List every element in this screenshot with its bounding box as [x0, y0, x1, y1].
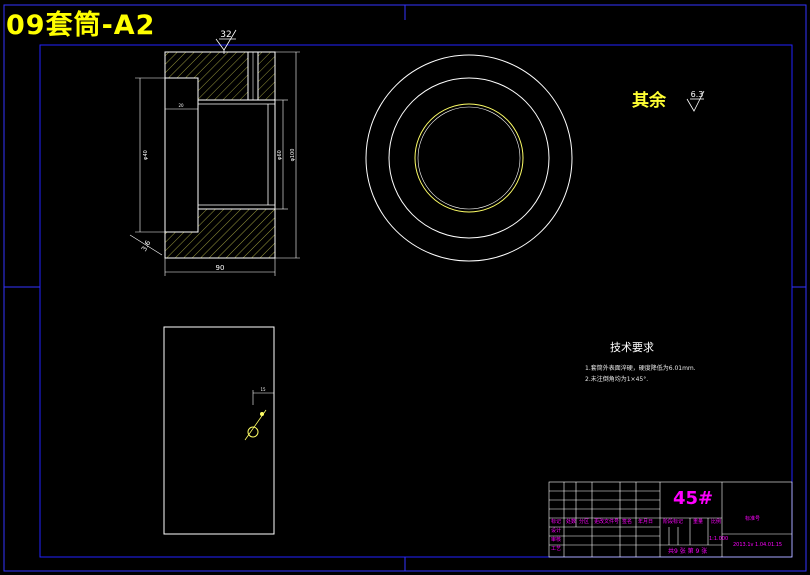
side-hole [247, 426, 259, 438]
tb-date: 2013.1v 1.04.01.15 [733, 542, 783, 548]
tech-requirement-line-2: 2.未注倒角均为1×45°. [585, 376, 649, 383]
tb-role-review: 审核 [551, 537, 562, 543]
tb-role-design: 设计 [551, 528, 562, 534]
tb-header-mark: 标记 [551, 519, 562, 525]
section-hatch-bottom [164, 208, 276, 259]
tb-role-process: 工艺 [551, 546, 562, 552]
sheet-outer-border [3, 4, 807, 572]
title-block-grid [548, 481, 793, 558]
tb-header-sign: 签名 [622, 519, 633, 525]
dim-mid-dia: φ60 [277, 150, 283, 160]
tech-requirements-title: 技术要求 [610, 341, 654, 354]
dim-hole-offset: 15 [260, 387, 266, 392]
roughness-symbol-top [215, 29, 237, 54]
roughness-symbol-other [686, 90, 705, 112]
roughness-top-value: 32 [220, 30, 231, 40]
tb-sheet-count: 共9 张 第 9 张 [668, 548, 708, 555]
dim-chamfer: 3.6 [140, 239, 153, 253]
tb-unit: 标准号 [745, 516, 761, 522]
section-view: 90 20 φ40 φ60 φ100 3.6 32 [129, 29, 300, 276]
tb-header-count: 处数 [566, 519, 577, 525]
tb-scale-label: 比例 [711, 519, 722, 525]
roughness-other-value: 6.3 [691, 90, 704, 99]
tb-header-zone: 分区 [579, 519, 590, 525]
dim-right-dia: φ100 [290, 149, 296, 162]
other-surfaces-label: 其余 [632, 91, 666, 111]
side-view: 15 [163, 326, 275, 535]
dim-left-dia: φ40 [143, 150, 149, 160]
sheet-inner-border [39, 44, 793, 558]
center-marks [4, 5, 806, 571]
tech-requirement-line-1: 1.套筒外表面淬硬，硬度降低为6.01mm. [585, 365, 696, 372]
tb-stage-mark: 阶段标记 [663, 519, 684, 525]
material-label: 45# [673, 488, 714, 509]
end-view [365, 54, 573, 262]
dim-length: 90 [216, 264, 225, 272]
drawing-title: 09套筒-A2 [6, 10, 156, 41]
dim-inner-step: 20 [178, 103, 184, 108]
tb-header-doc: 更改文件号 [594, 519, 620, 525]
tb-scale-value: 1:1.000 [709, 536, 729, 542]
tb-weight: 重量 [693, 519, 704, 525]
tb-header-date: 年月日 [638, 519, 654, 525]
